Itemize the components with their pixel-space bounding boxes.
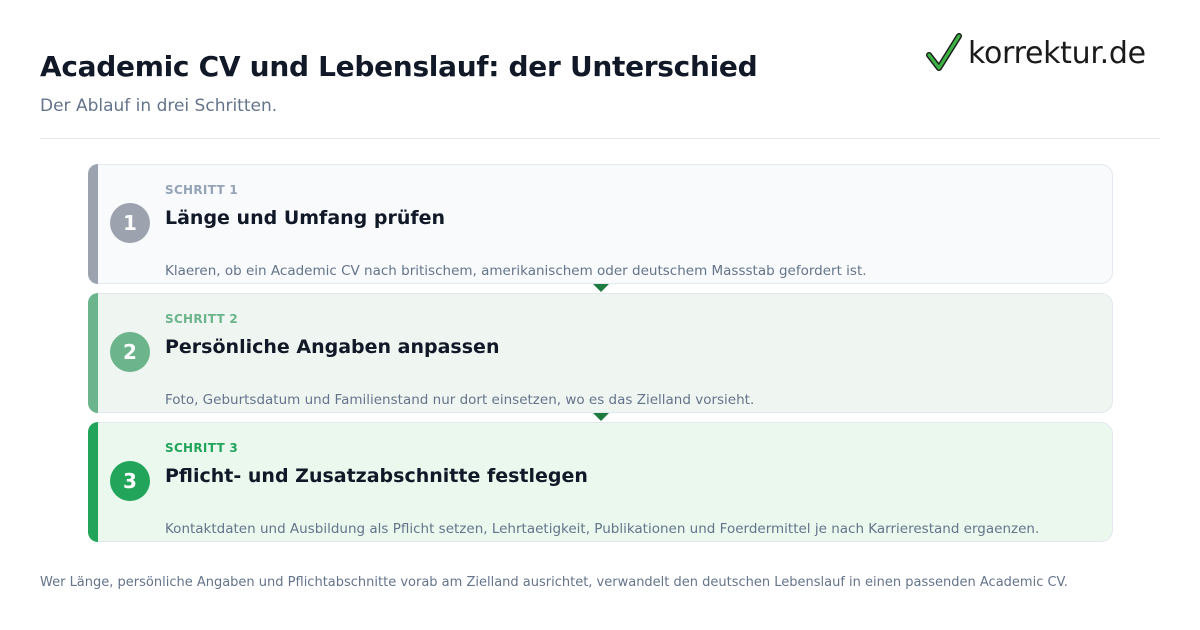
step-card-2: 2 SCHRITT 2 Persönliche Angaben anpassen… [88,293,1113,413]
step-heading: Persönliche Angaben anpassen [165,336,500,358]
check-icon [926,33,962,71]
step-accent-bar [88,293,98,413]
brand-name: korrektur.de [968,35,1146,71]
page-subtitle: Der Ablauf in drei Schritten. [40,96,278,116]
step-label: SCHRITT 3 [165,441,239,455]
step-accent-bar [88,164,98,284]
step-description: Klaeren, ob ein Academic CV nach britisc… [165,263,867,279]
step-number-badge: 1 [110,203,150,243]
header-divider [40,138,1160,139]
page-title: Academic CV und Lebenslauf: der Untersch… [40,50,758,83]
step-card-1: 1 SCHRITT 1 Länge und Umfang prüfen Klae… [88,164,1113,284]
brand-logo[interactable]: korrektur.de [926,32,1146,74]
step-label: SCHRITT 1 [165,183,239,197]
step-description: Foto, Geburtsdatum und Familienstand nur… [165,392,755,408]
step-heading: Pflicht- und Zusatzabschnitte festlegen [165,465,588,487]
step-label: SCHRITT 2 [165,312,239,326]
step-accent-bar [88,422,98,542]
step-heading: Länge und Umfang prüfen [165,207,446,229]
step-card-3: 3 SCHRITT 3 Pflicht- und Zusatzabschnitt… [88,422,1113,542]
step-number-badge: 2 [110,332,150,372]
arrow-down-icon [593,413,609,421]
footer-note: Wer Länge, persönliche Angaben und Pflic… [40,575,1068,590]
arrow-down-icon [593,284,609,292]
step-description: Kontaktdaten und Ausbildung als Pflicht … [165,521,1040,537]
step-number-badge: 3 [110,461,150,501]
